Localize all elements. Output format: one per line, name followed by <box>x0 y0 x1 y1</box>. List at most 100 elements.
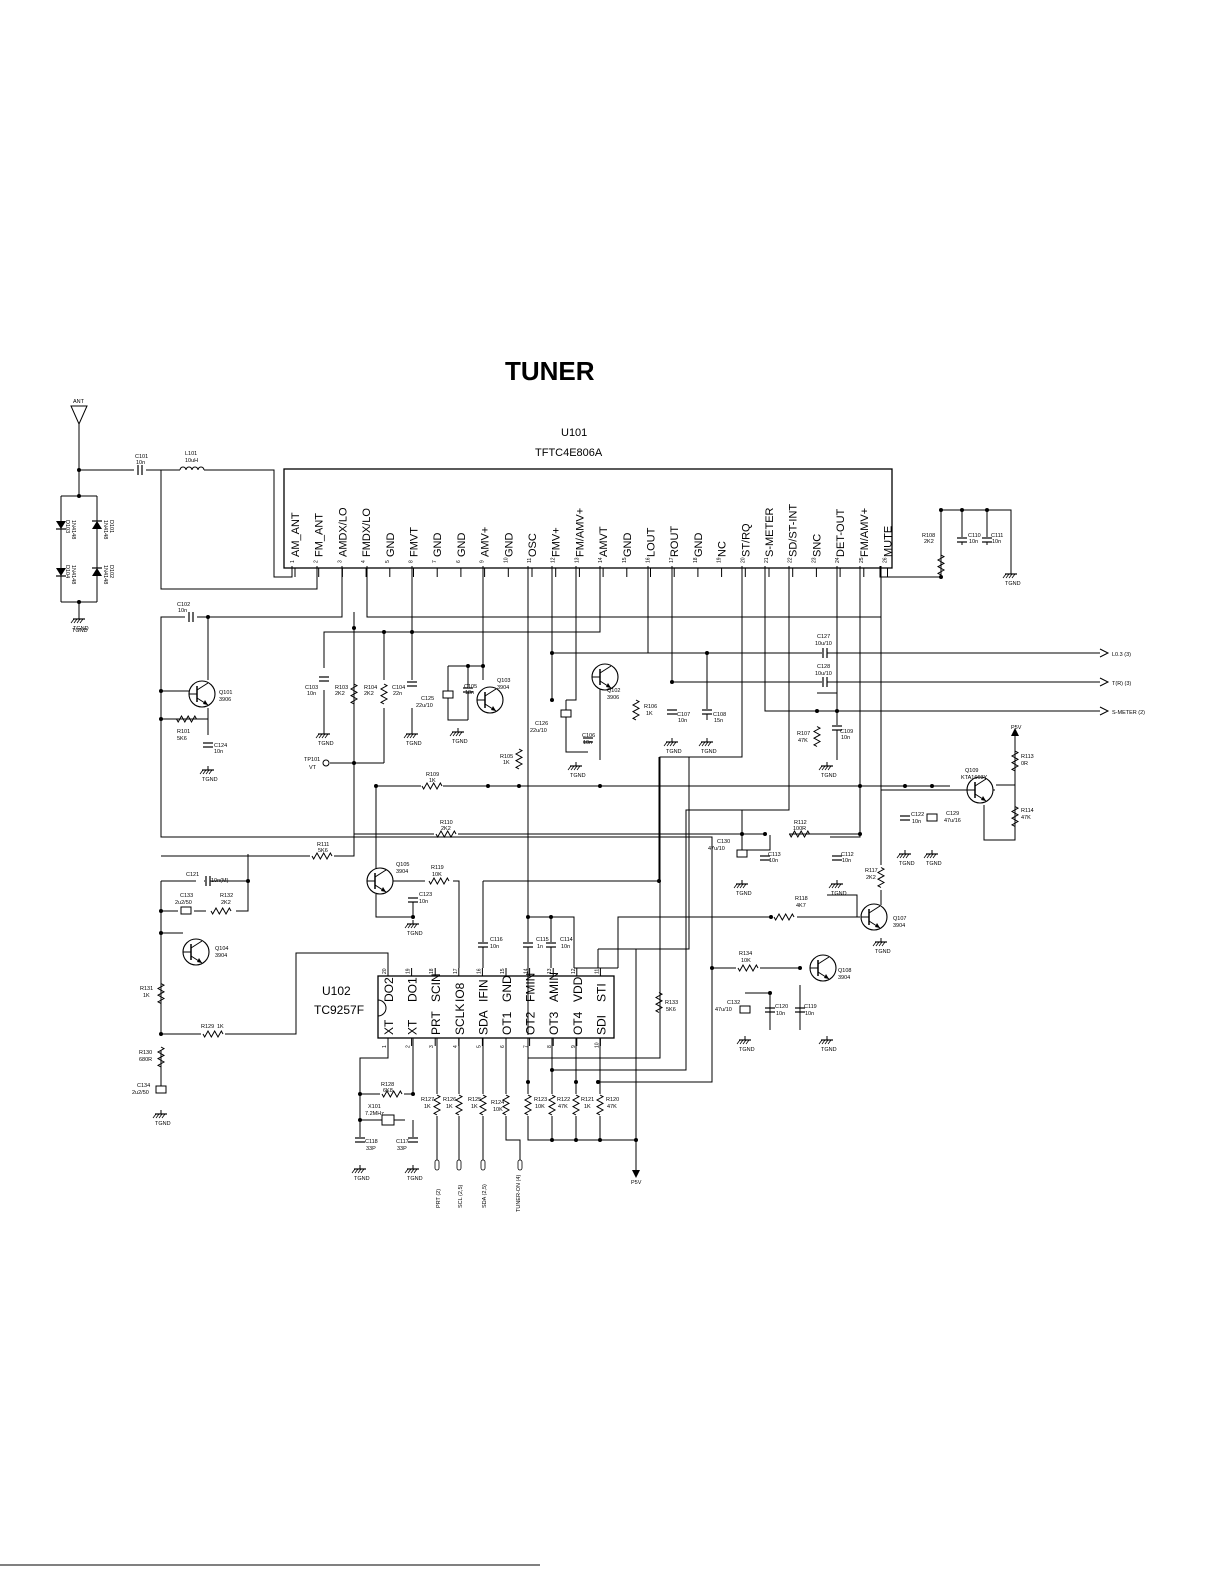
u102-top-pin-number: 18 <box>429 968 435 974</box>
u102-bottom-pin-number: 4 <box>453 1045 459 1048</box>
junction-dot <box>358 1092 362 1096</box>
junction-dot <box>159 689 163 693</box>
resistor-symbol <box>379 683 389 705</box>
u102-top-pin-number: 13 <box>547 968 553 974</box>
u101-pin-number: 10 <box>503 557 509 563</box>
u102-body <box>377 975 615 1039</box>
r129-ref: R129 <box>201 1024 214 1030</box>
r121-ref: R121 <box>581 1097 594 1103</box>
r107-ref: R107 <box>797 731 810 737</box>
tgnd-label: TGND <box>701 749 717 755</box>
tgnd-label: TGND <box>72 628 88 634</box>
u101-pin-number: 6 <box>456 560 462 563</box>
ground-hatch <box>354 1168 359 1174</box>
u102-ic: U102 TC9257F DO220DO119SCIN18IO817IFIN16… <box>314 968 615 1048</box>
ground-hatch <box>404 923 409 929</box>
c119-val: 10n <box>805 1011 814 1017</box>
u101-pin-number: 9 <box>480 560 486 563</box>
c134-val: 2u2/50 <box>132 1090 149 1096</box>
ground-hatch <box>404 1168 409 1174</box>
u101-pin-number: 8 <box>409 560 415 563</box>
c110-ref: C110 <box>968 533 981 539</box>
ground-hatch <box>821 1039 826 1045</box>
r122-ref: R122 <box>557 1097 570 1103</box>
ground-hatch <box>205 769 210 775</box>
r132-val: 2K2 <box>221 900 231 906</box>
r113-val: 0R <box>1021 761 1028 767</box>
tgnd-label: TGND <box>318 741 334 747</box>
transistor-collector <box>599 665 612 674</box>
diode-val-1: 1N4148 <box>102 520 108 539</box>
c121-val: 10n(M) <box>211 878 229 884</box>
q101-ref: Q101 <box>219 690 232 696</box>
q102-ref: Q102 <box>607 688 620 694</box>
ground-hatch <box>739 883 744 889</box>
tgnd-label: TGND <box>1005 581 1021 587</box>
r101-ref: R101 <box>177 729 190 735</box>
ground-hatch <box>698 741 703 747</box>
c125-val: 22u/10 <box>416 703 433 709</box>
tgnd-label: TGND <box>155 1121 171 1127</box>
junction-dot <box>596 1080 600 1084</box>
junction-dot <box>858 832 862 836</box>
u101-pin-name: SNC <box>811 534 823 557</box>
diode-val-3: 1N4148 <box>102 565 108 584</box>
c129-ref: C129 <box>946 811 959 817</box>
u102-top-pin-number: 11 <box>594 969 600 974</box>
ground-hatch <box>701 741 706 747</box>
signal-connector <box>434 1159 440 1171</box>
ground-hatch <box>736 883 741 889</box>
r125-val: 1K <box>471 1104 478 1110</box>
c105-ref: C105 <box>464 684 477 690</box>
r109-ref: R109 <box>426 772 439 778</box>
resistor-symbol <box>432 1094 442 1116</box>
diode-body <box>56 568 66 576</box>
diode-val-2: 1N4148 <box>70 520 76 539</box>
u101-pin-number: 3 <box>337 560 343 563</box>
u102-top-pin-name: SCIN <box>429 973 443 1002</box>
c102-val: 10n <box>178 608 187 614</box>
ground-hatch <box>410 1168 415 1174</box>
sda-signal: SDA (2,5) <box>482 1184 488 1208</box>
d101-ref: D101 <box>108 520 114 533</box>
resistor-symbol <box>454 1094 464 1116</box>
u101-pin-name: SD/ST-INT <box>788 504 800 557</box>
ground-hatch <box>923 853 928 859</box>
u102-bottom-pin-name: SDA <box>476 1010 490 1035</box>
c112-val: 10n <box>842 858 851 864</box>
r130-val: 680R <box>139 1057 152 1063</box>
transistor-arrow <box>491 706 496 711</box>
transistor-collector <box>817 956 830 965</box>
u102-bottom-pin-number: 9 <box>571 1045 577 1048</box>
c101-val: 10n <box>136 460 145 466</box>
junction-dot <box>77 494 81 498</box>
diode-body <box>56 521 66 529</box>
c128-ref: C128 <box>817 664 830 670</box>
r112-val: 100R <box>793 826 806 832</box>
ground-hatch <box>837 883 842 889</box>
resistor-symbol <box>381 1089 403 1099</box>
junction-dot <box>960 508 964 512</box>
u102-top-pin-name: DO2 <box>382 977 396 1002</box>
capacitor-gap <box>523 942 533 947</box>
resistor-symbol <box>737 963 759 973</box>
u101-pin-number: 21 <box>764 557 770 563</box>
junction-dot <box>77 600 81 604</box>
ground-hatch <box>932 853 937 859</box>
u101-pin-number: 20 <box>740 557 746 563</box>
u101-pin-number: 22 <box>788 557 794 563</box>
ground-hatch <box>742 883 747 889</box>
r124-ref: R124 <box>491 1100 504 1106</box>
ground-hatch <box>412 733 417 739</box>
capacitor-gap <box>355 1137 365 1142</box>
tgnd-label: TGND <box>452 739 468 745</box>
r120-val: 47K <box>607 1104 617 1110</box>
u102-pin-group: DO220DO119SCIN18IO817IFIN16GND15FMIN14AM… <box>382 968 608 1048</box>
u101-pin-name: FM_ANT <box>314 513 326 557</box>
transistor-arrow <box>981 796 986 801</box>
ground-hatch <box>669 741 674 747</box>
resistor-symbol <box>571 1094 581 1116</box>
electrolytic-capacitor <box>926 813 938 822</box>
c127-ref: C127 <box>817 634 830 640</box>
c118-ref: C118 <box>365 1139 378 1145</box>
